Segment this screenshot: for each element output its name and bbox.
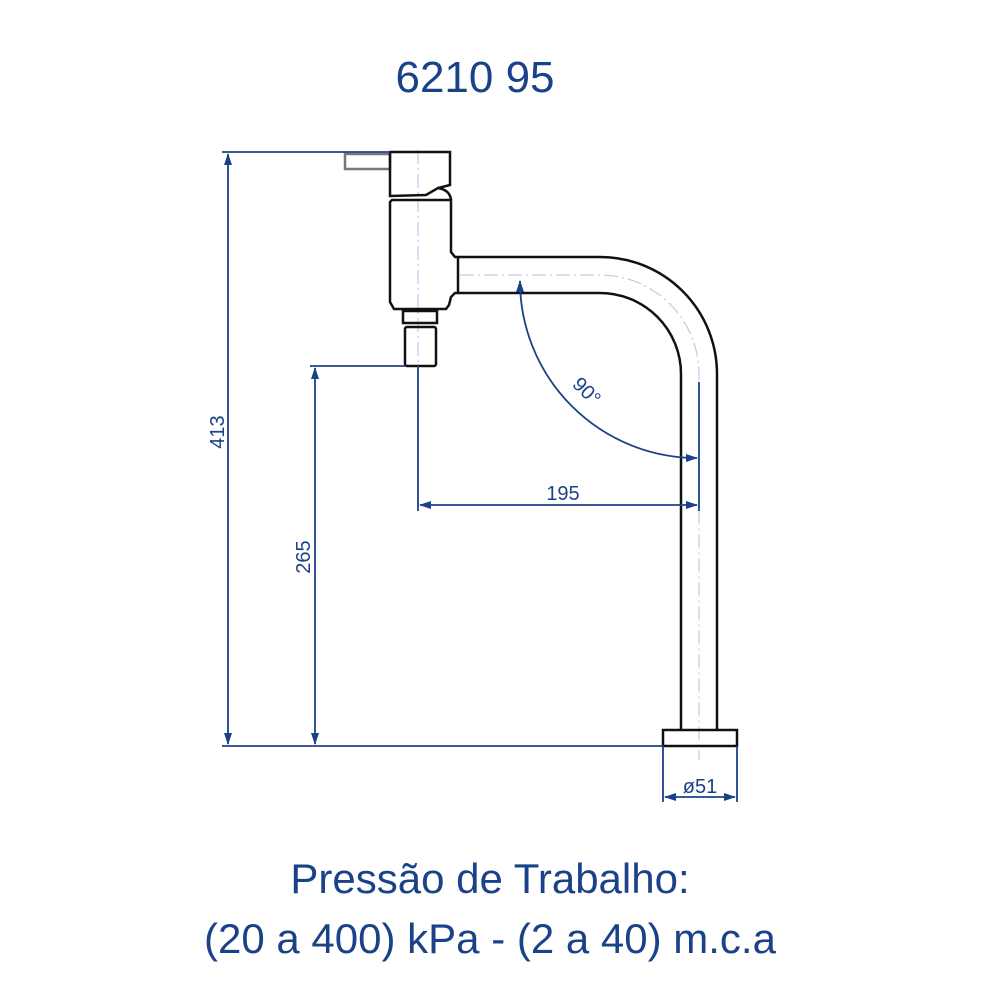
dimension-angle: 90°	[516, 280, 698, 462]
aerator-ring	[401, 309, 439, 325]
model-title: 6210 95	[395, 53, 554, 102]
dimension-label-265: 265	[293, 540, 315, 573]
pressure-heading: Pressão de Trabalho:	[290, 855, 689, 902]
aerator	[403, 325, 438, 368]
faucet-body	[388, 198, 460, 311]
pressure-range: (20 a 400) kPa - (2 a 40) m.c.a	[204, 915, 777, 962]
handle-lever	[343, 152, 392, 171]
base-flange	[661, 728, 739, 748]
dimension-label-90: 90°	[568, 373, 605, 410]
dimension-reach: 195	[417, 366, 700, 511]
dimension-base-diameter: ø51	[662, 746, 738, 802]
dimension-total-height: 413	[207, 151, 663, 747]
centerlines	[417, 150, 700, 760]
spout-inner	[458, 291, 683, 730]
dimension-label-413: 413	[207, 415, 229, 448]
dimension-label-51: ø51	[683, 776, 717, 798]
spout-outer	[458, 255, 719, 730]
faucet-outline	[343, 150, 739, 748]
dimension-label-195: 195	[546, 483, 579, 505]
dimension-outlet-height: 265	[293, 365, 405, 745]
